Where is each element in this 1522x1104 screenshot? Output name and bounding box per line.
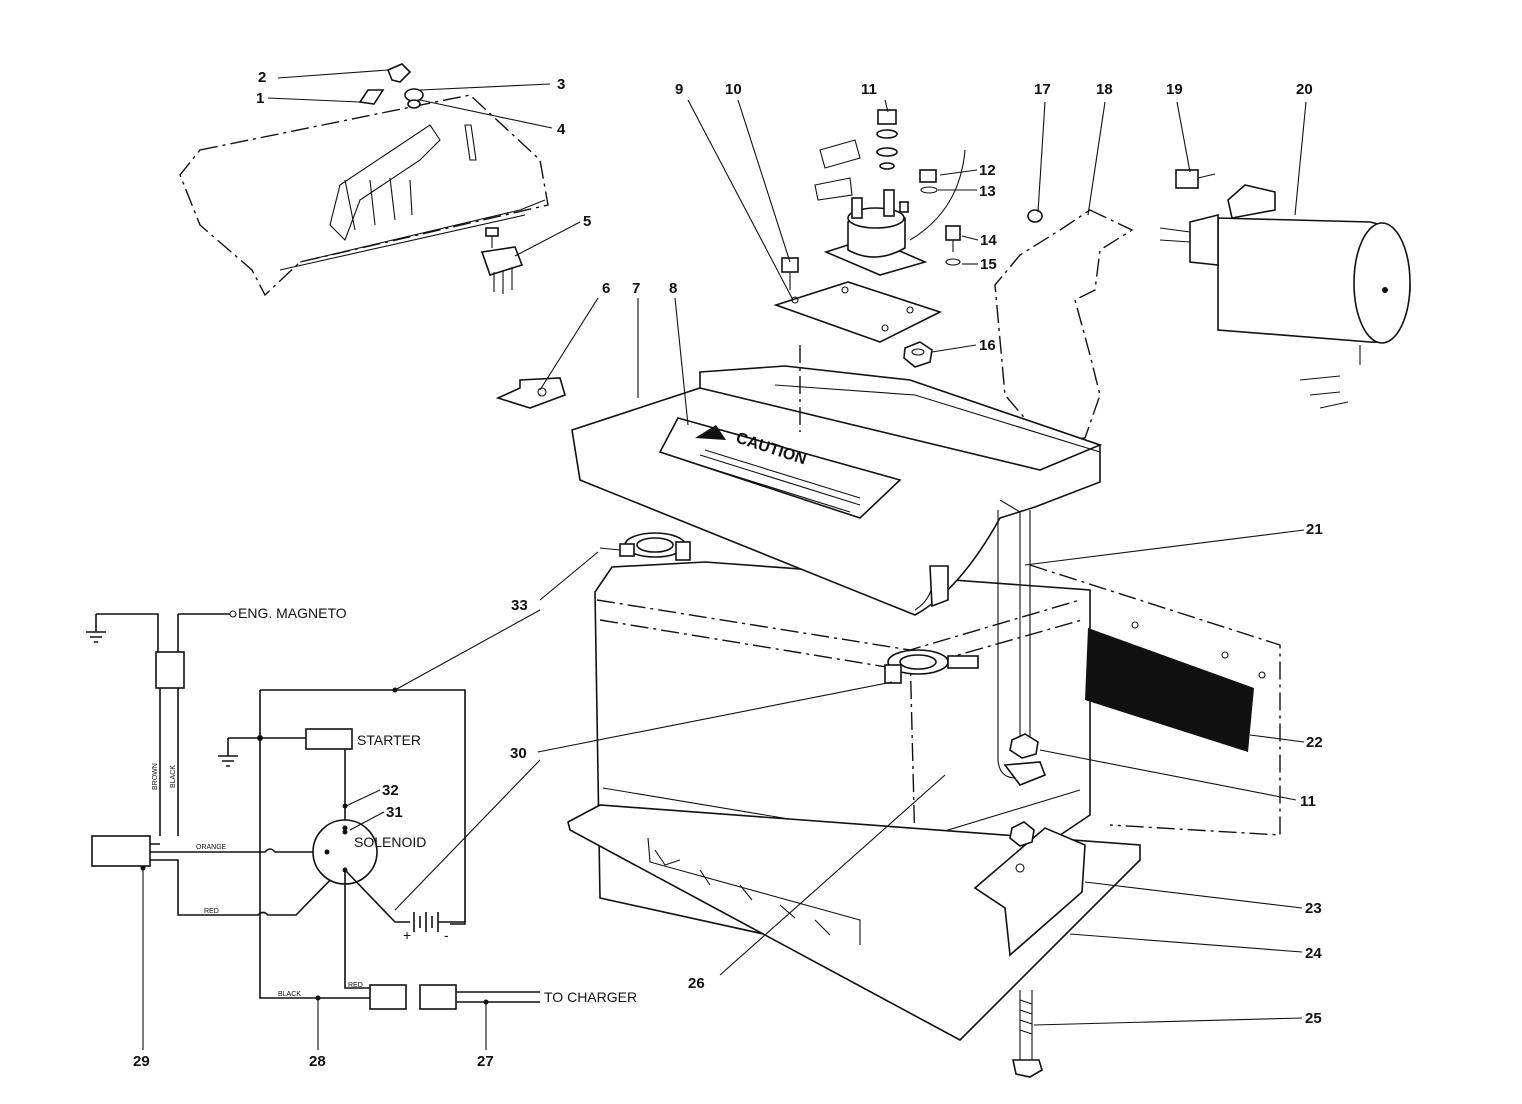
support-bracket [994, 209, 1134, 443]
part-number-13: 13 [979, 183, 996, 200]
solenoid [823, 189, 928, 276]
ignition-switch [480, 227, 524, 294]
part-number-21: 21 [1306, 521, 1323, 538]
screw [781, 257, 799, 290]
eng-magneto-label: ENG. MAGNETO [238, 605, 347, 621]
side-panel [1029, 564, 1281, 836]
part-number-11-upper: 11 [861, 81, 877, 98]
terminal-clamp-upper [599, 532, 691, 561]
part-number-6: 6 [602, 280, 610, 297]
part-number-32: 32 [382, 782, 399, 799]
part-number-24: 24 [1305, 945, 1322, 962]
red-wire-label-2: RED [348, 982, 363, 989]
part-number-5: 5 [583, 213, 591, 230]
black-wire-label: BLACK [170, 765, 177, 788]
part-number-2: 2 [258, 69, 266, 86]
part-number-30: 30 [510, 745, 527, 762]
part-number-28: 28 [309, 1053, 326, 1070]
part-number-27: 27 [477, 1053, 494, 1070]
bracket [495, 377, 566, 409]
red-wire-label: RED [204, 908, 219, 915]
to-charger-label: TO CHARGER [544, 989, 637, 1005]
part-number-4: 4 [557, 121, 566, 138]
part-number-1: 1 [256, 90, 264, 107]
wiring-schematic [86, 610, 540, 1050]
part-number-16: 16 [979, 337, 996, 354]
part-number-26: 26 [688, 975, 705, 992]
part-number-11-lower: 11 [1300, 793, 1316, 810]
carriage-bolt [1012, 990, 1043, 1078]
hold-down-rod [997, 499, 1047, 786]
battery-minus-label: - [444, 927, 449, 943]
lock-nut [903, 341, 933, 368]
orange-wire-label: ORANGE [196, 844, 227, 851]
part-number-19: 19 [1166, 81, 1183, 98]
schematic-labels: ENG. MAGNETO STARTER SOLENOID TO CHARGER… [152, 605, 637, 1005]
battery-plus-label: + [403, 927, 411, 943]
solenoid-label: SOLENOID [354, 834, 426, 850]
control-panel [179, 94, 549, 297]
part-number-23: 23 [1305, 900, 1322, 917]
part-number-20: 20 [1296, 81, 1313, 98]
part-number-25: 25 [1305, 1010, 1322, 1027]
part-number-22: 22 [1306, 734, 1323, 751]
part-number-7: 7 [632, 280, 640, 297]
part-number-33: 33 [511, 597, 528, 614]
part-number-17: 17 [1034, 81, 1051, 98]
mounting-plate [773, 281, 943, 343]
part-number-12: 12 [979, 162, 996, 179]
part-number-8: 8 [669, 280, 677, 297]
leader-lines [267, 69, 1307, 1026]
part-number-29: 29 [133, 1053, 150, 1070]
part-number-18: 18 [1096, 81, 1113, 98]
part-number-31: 31 [386, 804, 403, 821]
mounting-bracket [973, 821, 1086, 957]
black-wire-label-2: BLACK [278, 991, 301, 998]
ignition-key [358, 63, 424, 109]
starter-motor [1159, 169, 1411, 409]
part-numbers: 1 2 3 4 5 6 7 8 9 10 11 12 13 14 15 16 1… [133, 69, 1323, 1070]
brown-wire-label: BROWN [152, 763, 159, 790]
terminal-clamp-lower [884, 649, 979, 684]
part-number-14: 14 [980, 232, 997, 249]
part-number-15: 15 [980, 256, 997, 273]
part-number-3: 3 [557, 76, 565, 93]
part-number-9: 9 [675, 81, 683, 98]
solenoid-hardware [814, 109, 966, 266]
starter-label: STARTER [357, 732, 421, 748]
base-plate [567, 804, 1141, 1041]
part-number-10: 10 [725, 81, 742, 98]
